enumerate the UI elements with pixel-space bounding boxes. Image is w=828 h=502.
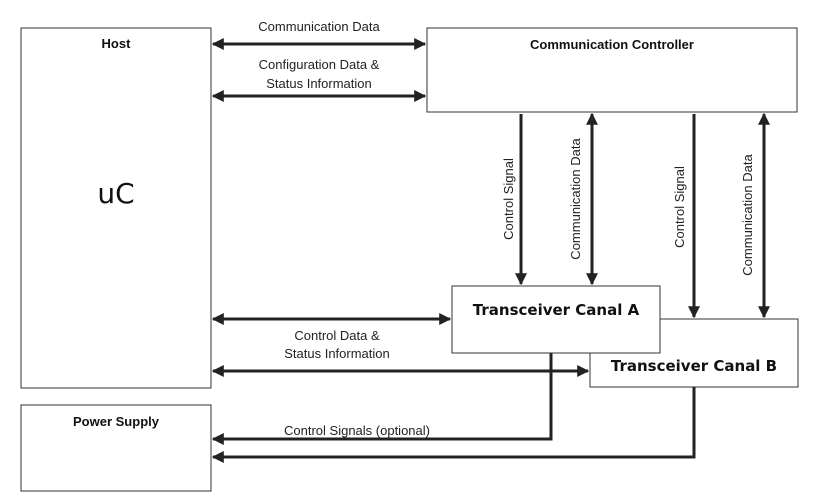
- control-signal-b-label: Control Signal: [672, 166, 687, 248]
- control-signal-optional-b-line: [211, 387, 696, 463]
- transceiver-b-title: Transceiver Canal B: [611, 357, 777, 375]
- communication-controller-block: Communication Controller: [426, 27, 798, 113]
- transceiver-a-block: Transceiver Canal A: [451, 285, 661, 354]
- communication-data-a-label: Communication Data: [568, 138, 583, 260]
- power-supply-block: Power Supply: [20, 404, 212, 492]
- control-signal-optional-a-line: [211, 353, 553, 445]
- configuration-data-label: Configuration Data &: [259, 57, 380, 72]
- control-data-label: Control Data &: [294, 328, 380, 343]
- controller-title: Communication Controller: [530, 37, 694, 52]
- host-title: Host: [102, 36, 132, 51]
- communication-data-label: Communication Data: [258, 19, 380, 34]
- power-supply-title: Power Supply: [73, 414, 160, 429]
- host-uc-label: uC: [97, 177, 134, 210]
- status-information-label: Status Information: [266, 76, 372, 91]
- control-signal-a-label: Control Signal: [501, 158, 516, 240]
- control-signals-optional-label: Control Signals (optional): [284, 423, 430, 438]
- communication-data-b-label: Communication Data: [740, 154, 755, 276]
- host-block: Host uC: [20, 27, 212, 389]
- transceiver-a-title: Transceiver Canal A: [473, 301, 640, 319]
- control-status-information-label: Status Information: [284, 346, 390, 361]
